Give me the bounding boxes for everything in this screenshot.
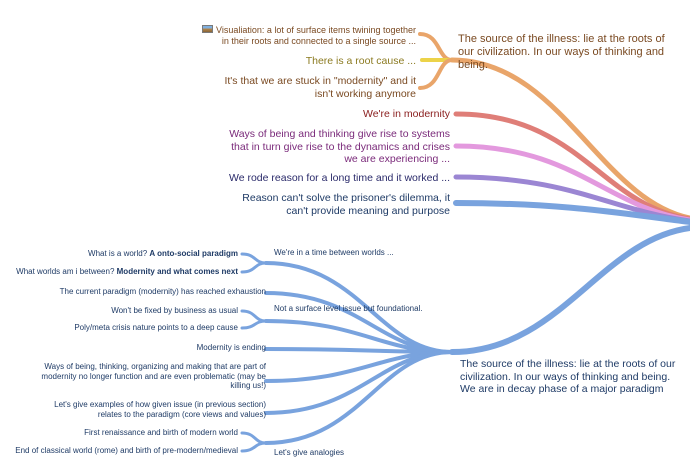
node-examples[interactable]: Let's give examples of how given issue (…	[54, 400, 266, 419]
node-end-classical[interactable]: End of classical world (rome) and birth …	[15, 446, 238, 455]
node-in-modernity[interactable]: We're in modernity	[362, 108, 450, 120]
branch-bottom-root	[449, 225, 690, 355]
node-poly-meta-crisis[interactable]: Poly/meta crisis nature points to a deep…	[74, 323, 238, 332]
node-time-between-worlds[interactable]: We're in a time between worlds ...	[274, 248, 394, 257]
sub-branch-renaissance	[240, 431, 268, 445]
node-exhaustion[interactable]: The current paradigm (modernity) has rea…	[59, 287, 266, 296]
node-source-bottom[interactable]: The source of the illness: lie at the ro…	[460, 358, 676, 396]
worlds-question: What worlds am i between?	[16, 267, 115, 276]
sub-branch-world	[240, 252, 268, 265]
node-stuck-in-modernity[interactable]: It's that we are stuck in "modernity" an…	[224, 75, 416, 100]
world-answer: A onto-social paradigm	[149, 249, 238, 258]
node-modernity-ending[interactable]: Modernity is ending	[196, 343, 266, 352]
world-question: What is a world?	[88, 249, 148, 258]
branch-source	[449, 57, 690, 221]
node-business-as-usual[interactable]: Won't be fixed by business as usual	[111, 306, 238, 315]
node-ways-of-being[interactable]: Ways of being and thinking give rise to …	[229, 128, 450, 166]
branch-ways	[453, 143, 690, 223]
sub-branch-viz	[418, 32, 454, 62]
node-first-renaissance[interactable]: First renaissance and birth of modern wo…	[84, 428, 238, 437]
node-source-top[interactable]: The source of the illness: lie at the ro…	[458, 33, 665, 72]
sub-branch-poly	[240, 319, 268, 330]
node-rode-reason[interactable]: We rode reason for a long time and it wo…	[228, 172, 450, 184]
node-reason-cant[interactable]: Reason can't solve the prisoner's dilemm…	[242, 192, 450, 217]
node-analogies[interactable]: Let's give analogies	[274, 448, 345, 457]
branch-analogies	[264, 350, 454, 445]
branch-reason	[453, 200, 690, 225]
node-what-worlds[interactable]: What worlds am i between? Modernity and …	[10, 267, 238, 277]
node-root-cause[interactable]: There is a root cause ...	[305, 55, 416, 67]
worlds-answer: Modernity and what comes next	[116, 267, 238, 276]
sub-branch-business	[240, 309, 268, 323]
node-ways-bottom[interactable]: Ways of being, thinking, organizing and …	[41, 362, 266, 391]
sub-branch-stuck	[418, 58, 454, 90]
picture-icon	[202, 25, 214, 33]
node-visualization[interactable]: Visualiation: a lot of surface items twi…	[200, 25, 416, 47]
sub-branch-worlds	[240, 261, 268, 274]
node-what-is-world[interactable]: What is a world? A onto-social paradigm	[40, 249, 238, 259]
visualization-text: Visualiation: a lot of surface items twi…	[216, 25, 416, 46]
sub-branch-classical	[240, 441, 268, 453]
node-not-surface[interactable]: Not a surface level issue but foundation…	[274, 304, 423, 313]
